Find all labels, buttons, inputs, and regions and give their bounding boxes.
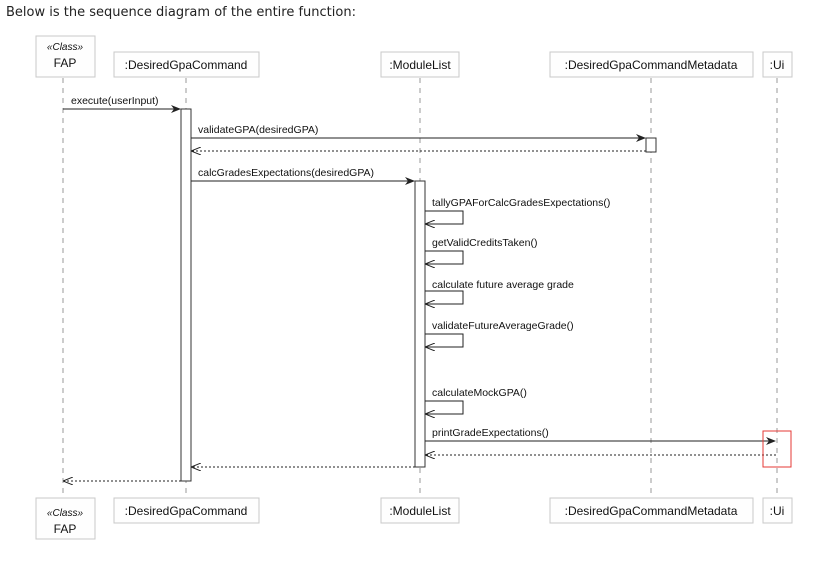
activation-meta	[645, 137, 657, 153]
participant-ml-bottom: :ModuleList	[380, 497, 460, 524]
highlight-box	[762, 430, 792, 468]
participant-label: :ModuleList	[389, 58, 451, 72]
activation-ml	[414, 180, 426, 468]
stereotype-label: «Class»	[47, 42, 84, 53]
self-call-arrow	[425, 400, 464, 414]
message-label: calculate future average grade	[432, 279, 574, 291]
participant-ui-top: :Ui	[762, 51, 793, 78]
message-label: printGradeExpectations()	[432, 427, 549, 439]
participant-label: :DesiredGpaCommandMetadata	[565, 504, 738, 518]
participant-cmd-top: :DesiredGpaCommand	[113, 51, 260, 78]
self-call-arrow	[425, 210, 464, 224]
message-label: validateGPA(desiredGPA)	[198, 124, 318, 136]
message-label: execute(userInput)	[71, 95, 159, 107]
message-label: tallyGPAForCalcGradesExpectations()	[432, 197, 610, 209]
participant-label: :DesiredGpaCommand	[125, 58, 248, 72]
stereotype-label: «Class»	[47, 508, 84, 519]
participant-label: :Ui	[770, 58, 785, 72]
participant-cmd-bottom: :DesiredGpaCommand	[113, 497, 260, 524]
self-call-arrow	[425, 333, 464, 347]
self-call-arrow	[425, 290, 464, 304]
participant-label: :ModuleList	[389, 504, 451, 518]
message-label: getValidCreditsTaken()	[432, 237, 537, 249]
intro-text: Below is the sequence diagram of the ent…	[6, 5, 356, 20]
participant-label: :DesiredGpaCommandMetadata	[565, 58, 738, 72]
participant-ui-bottom: :Ui	[762, 497, 793, 524]
participant-fap-bottom: «Class» FAP	[35, 497, 96, 540]
message-label: validateFutureAverageGrade()	[432, 320, 574, 332]
participant-label: FAP	[54, 522, 77, 536]
participant-label: :DesiredGpaCommand	[125, 504, 248, 518]
participant-label: FAP	[54, 56, 77, 70]
participant-ml-top: :ModuleList	[380, 51, 460, 78]
message-label: calculateMockGPA()	[432, 387, 527, 399]
message-label: calcGradesExpectations(desiredGPA)	[198, 167, 374, 179]
participant-label: :Ui	[770, 504, 785, 518]
participant-meta-top: :DesiredGpaCommandMetadata	[549, 51, 754, 78]
self-call-arrow	[425, 250, 464, 264]
activation-cmd	[180, 108, 192, 482]
participant-meta-bottom: :DesiredGpaCommandMetadata	[549, 497, 754, 524]
participant-fap-top: «Class» FAP	[35, 35, 96, 78]
